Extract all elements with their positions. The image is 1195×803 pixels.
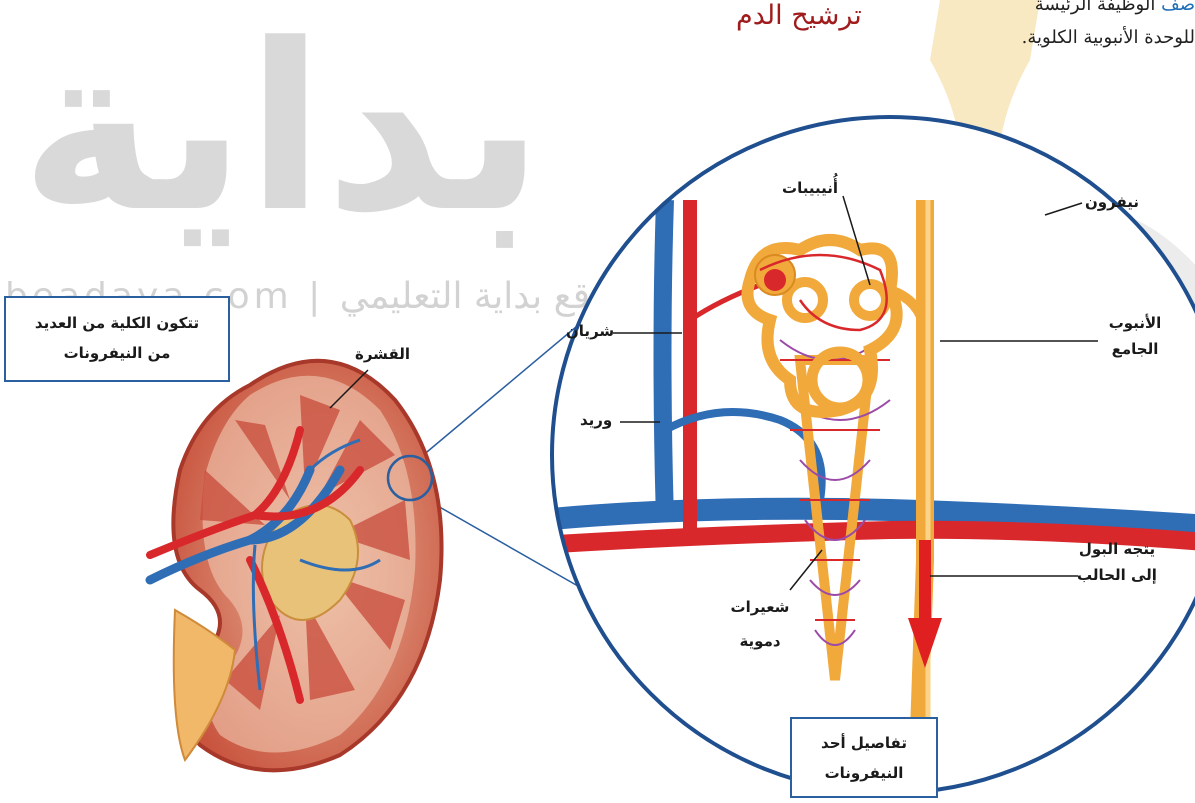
kidney-cross-section <box>150 361 442 771</box>
urine-direction-label: يتجه البول إلى الحالب <box>1067 536 1167 588</box>
capillaries-label: شعيرات دموية <box>720 590 800 658</box>
tubules-label: أُنيبيبات <box>782 175 838 201</box>
kidney-box-line-2: من النيفرونات <box>6 338 228 368</box>
kidney-info-box: تتكون الكلية من العديد من النيفرونات <box>4 296 230 382</box>
capillaries-line-2: دموية <box>720 624 800 658</box>
cortex-label: القشرة <box>355 341 410 367</box>
collecting-duct-line-2: الجامع <box>1100 336 1170 362</box>
urine-line-1: يتجه البول <box>1067 536 1167 562</box>
collecting-duct-label: الأنبوب الجامع <box>1100 310 1170 362</box>
detail-box-line-1: تفاصيل أحد <box>792 728 936 758</box>
nephron-detail-box: تفاصيل أحد النيفرونات <box>790 717 938 798</box>
artery-label: شريان <box>566 318 614 344</box>
collecting-duct-line-1: الأنبوب <box>1100 310 1170 336</box>
capillaries-line-1: شعيرات <box>720 590 800 624</box>
vein-label: وريد <box>580 407 612 433</box>
nephron-label: نيفرون <box>1085 189 1139 215</box>
urine-line-2: إلى الحالب <box>1067 562 1167 588</box>
kidney-box-line-1: تتكون الكلية من العديد <box>6 308 228 338</box>
detail-box-line-2: النيفرونات <box>792 758 936 788</box>
